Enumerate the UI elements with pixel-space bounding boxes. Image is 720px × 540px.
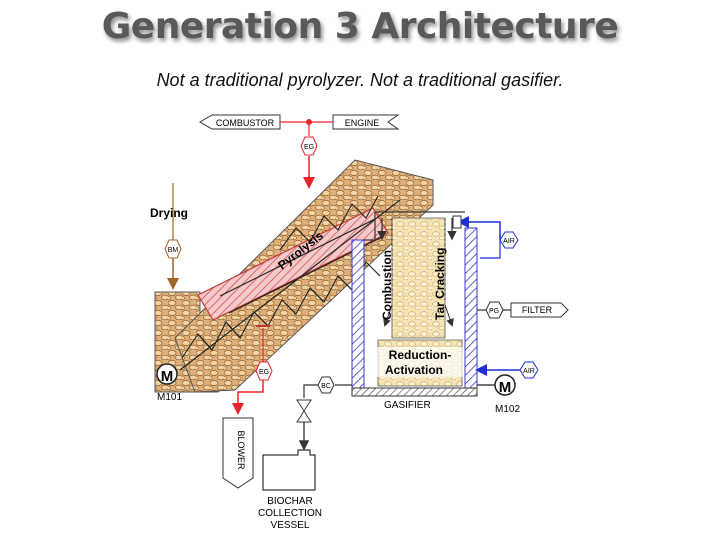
blower-label: BLOWER — [236, 430, 246, 470]
pg-label: PG — [489, 308, 499, 315]
slide-subtitle: Not a traditional pyrolyzer. Not a tradi… — [156, 70, 564, 90]
air-inlet-top: AIR — [452, 215, 519, 259]
tar-cracking-label: Tar Cracking — [433, 248, 447, 320]
producer-gas-outlet: PG FILTER — [477, 301, 569, 319]
vessel-label-line1: BIOCHAR — [267, 496, 313, 507]
vessel-label-line3: VESSEL — [271, 520, 310, 531]
auger-screw — [179, 195, 401, 371]
air-top-label: AIR — [503, 238, 515, 245]
biomass-feed-line: BM — [164, 183, 182, 290]
exhaust-gas-bottom-line: EG — [232, 325, 273, 415]
exhaust-gas-top-lines — [280, 119, 333, 189]
bm-label: BM — [168, 247, 179, 254]
vessel-label-line2: COLLECTION — [258, 508, 322, 519]
m102-label: M102 — [495, 404, 520, 415]
gasifier-label: GASIFIER — [384, 400, 431, 411]
air-bottom-label: AIR — [523, 368, 535, 375]
air-inlet-bottom: AIR — [475, 361, 539, 379]
engine-label: ENGINE — [345, 118, 380, 128]
motor-m102-symbol: M — [499, 379, 512, 396]
drying-label: Drying — [150, 206, 188, 220]
filter-label: FILTER — [522, 305, 553, 315]
combustion-label: Combustion — [380, 250, 394, 320]
eg-top-tag: EG — [300, 136, 318, 156]
eg-bottom-label: EG — [259, 369, 269, 376]
combustor-connector: COMBUSTOR — [199, 114, 281, 130]
reduction-label-line1: Reduction- — [389, 348, 452, 362]
biochar-collection-vessel: BIOCHAR COLLECTION VESSEL — [258, 449, 322, 531]
biochar-discharge-line: BC — [296, 376, 352, 451]
combustor-label: COMBUSTOR — [216, 118, 275, 128]
engine-connector: ENGINE — [332, 114, 400, 130]
slide-title: Generation 3 Architecture — [101, 6, 619, 47]
motor-m101 — [156, 363, 178, 385]
eg-top-label: EG — [304, 144, 314, 151]
blower-connector: BLOWER — [222, 417, 254, 489]
bc-label: BC — [321, 383, 331, 390]
m101-label: M101 — [157, 392, 182, 403]
reduction-label-line2: Activation — [385, 363, 443, 377]
motor-m101-symbol: M — [161, 368, 174, 385]
